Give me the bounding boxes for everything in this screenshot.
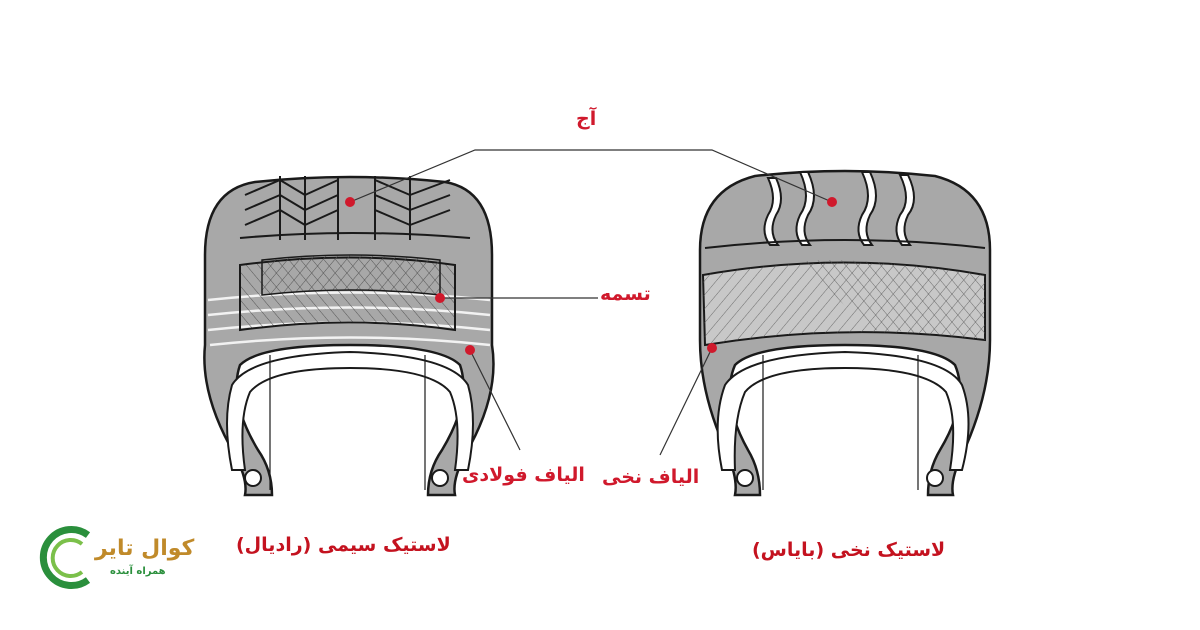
label-steel-fibers: الیاف فولادی	[462, 464, 585, 486]
radial-tire-cavity	[226, 350, 474, 471]
bias-tire-cavity	[716, 350, 970, 471]
radial-tire	[203, 175, 495, 497]
caption-bias-tire: لاستیک نخی (بایاس)	[752, 539, 946, 561]
steel-marker	[465, 345, 475, 355]
radial-bead-left	[244, 469, 262, 487]
caption-radial-tire: لاستیک سیمی (رادیال)	[236, 534, 451, 556]
logo-slogan: همراه آینده	[110, 566, 166, 577]
fabric-leader	[659, 347, 713, 456]
fabric-marker	[707, 343, 717, 353]
bias-tread-pattern	[763, 171, 915, 246]
logo-name: کوال تایر	[95, 536, 195, 561]
steel-leader	[469, 349, 521, 451]
bias-tire	[698, 169, 992, 497]
belt-marker	[435, 293, 445, 303]
markers	[345, 197, 837, 355]
tread-leader	[349, 149, 833, 203]
bias-bead-right	[926, 469, 944, 487]
bias-bead-left	[736, 469, 754, 487]
logo-mark	[39, 526, 91, 589]
radial-tread-pattern	[239, 176, 471, 240]
tread-marker-radial	[345, 197, 355, 207]
label-tread: آج	[576, 108, 597, 130]
label-belt: تسمه	[600, 283, 651, 305]
leader-lines	[349, 149, 833, 456]
label-fabric-fibers: الیاف نخی	[602, 466, 700, 488]
radial-bead-right	[431, 469, 449, 487]
tread-marker-bias	[827, 197, 837, 207]
